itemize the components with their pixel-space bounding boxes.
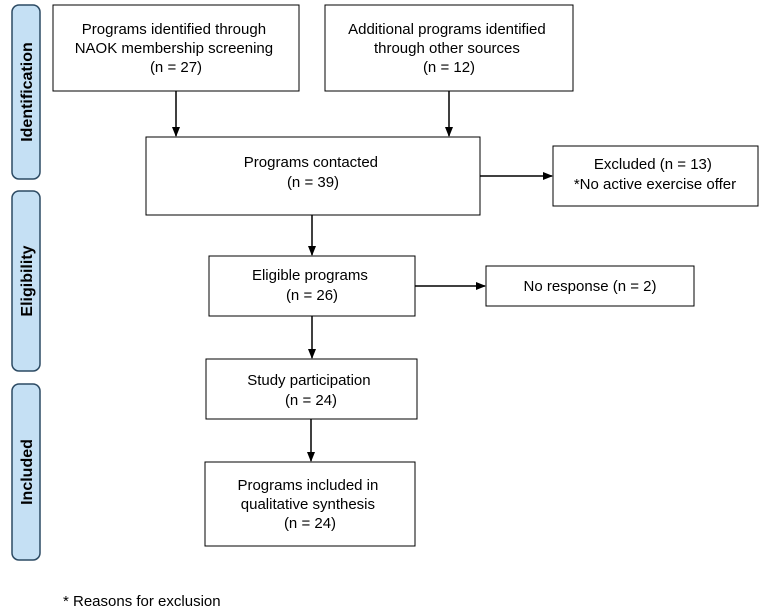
- svg-text:Programs contacted (n =: Programs contacted (n = 39): [244, 154, 382, 191]
- box-qualitative-line-1: Programs included in: [237, 477, 378, 494]
- box-qualitative-synthesis: Programs included in qualitative synthes…: [204, 461, 416, 547]
- box-naok-line-2: NAOK membership screening: [75, 40, 273, 57]
- box-study-participation: Study participation (n = 24): [205, 358, 418, 420]
- box-contacted-line-2: (n = 39): [287, 174, 339, 191]
- box-qualitative-line-2: qualitative synthesis: [241, 496, 375, 513]
- box-naok-line-3: (n = 27): [150, 59, 202, 76]
- svg-text:Programs included in qua: Programs included in qualitative synthes…: [237, 477, 382, 532]
- phase-identification: Identification: [11, 4, 41, 180]
- box-other-line-2: through other sources: [374, 40, 520, 57]
- box-naok-screening: Programs identified through NAOK members…: [52, 4, 300, 92]
- box-other-sources: Additional programs identified through o…: [324, 4, 574, 92]
- box-qualitative-line-3: (n = 24): [284, 515, 336, 532]
- prisma-flow-diagram: Identification Eligibility Included Prog…: [11, 4, 759, 561]
- box-other-line-3: (n = 12): [423, 59, 475, 76]
- svg-text:Eligible programs (n = 2: Eligible programs (n = 26): [252, 267, 372, 304]
- svg-text:Programs identified through: Programs identified through NAOK members…: [75, 21, 278, 76]
- box-excluded: Excluded (n = 13) *No active exercise of…: [552, 145, 759, 207]
- svg-text:Excluded (n = 13) *No ac: Excluded (n = 13) *No active exercise of…: [574, 156, 736, 193]
- box-no-response-line-1: No response (n = 2): [524, 278, 657, 295]
- phase-eligibility: Eligibility: [11, 190, 41, 372]
- box-no-response: No response (n = 2): [485, 265, 695, 307]
- box-other-line-1: Additional programs identified: [348, 21, 546, 38]
- phase-eligibility-label: Eligibility: [19, 245, 36, 316]
- box-eligible-line-1: Eligible programs: [252, 267, 368, 284]
- svg-text:Additional programs identified: Additional programs identified through o…: [348, 21, 550, 76]
- box-eligible-line-2: (n = 26): [286, 287, 338, 304]
- box-participation-line-2: (n = 24): [285, 392, 337, 409]
- box-contacted-line-1: Programs contacted: [244, 154, 378, 171]
- svg-text:No response (n = 2): No response (n = 2): [524, 278, 657, 295]
- box-eligible-programs: Eligible programs (n = 26): [208, 255, 416, 317]
- phase-included: Included: [11, 383, 41, 561]
- svg-text:Study participation (n =: Study participation (n = 24): [247, 372, 375, 409]
- phase-included-label: Included: [19, 439, 36, 505]
- box-participation-line-1: Study participation: [247, 372, 370, 389]
- footnote-exclusion-reasons: * Reasons for exclusion: [63, 593, 221, 610]
- box-excluded-line-1: Excluded (n = 13): [594, 156, 712, 173]
- box-naok-line-1: Programs identified through: [82, 21, 266, 38]
- box-excluded-line-2: *No active exercise offer: [574, 176, 736, 193]
- phase-identification-label: Identification: [19, 42, 36, 142]
- box-programs-contacted: Programs contacted (n = 39): [145, 136, 481, 216]
